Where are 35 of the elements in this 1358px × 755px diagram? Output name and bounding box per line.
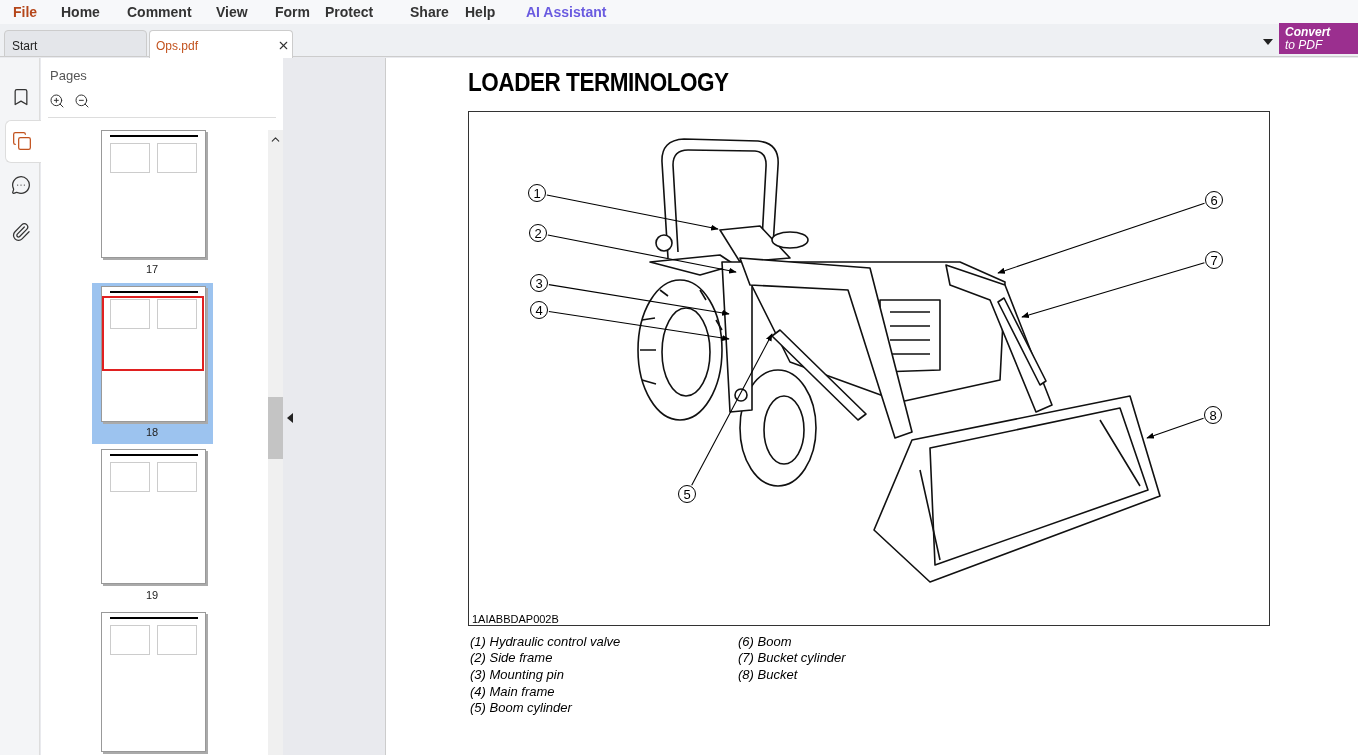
legend-item: (5) Boom cylinder bbox=[470, 700, 572, 716]
leader-line bbox=[997, 202, 1206, 274]
leader-line bbox=[548, 310, 730, 341]
legend-item: (7) Bucket cylinder bbox=[738, 650, 846, 666]
leader-line bbox=[1021, 262, 1205, 318]
menu-item: Share bbox=[410, 4, 449, 20]
menu-item: File bbox=[13, 4, 38, 20]
legend-item: (1) Hydraulic control valve bbox=[470, 634, 621, 650]
leader-line bbox=[547, 234, 737, 274]
menu-item: AI Assistant bbox=[526, 4, 607, 20]
menu-item: Help bbox=[465, 4, 496, 20]
menu-item: Form bbox=[275, 4, 310, 20]
legend-item: (6) Boom bbox=[738, 634, 792, 650]
page-number: 17 bbox=[146, 262, 159, 277]
figure-code: 1AIABBDAP002B bbox=[472, 612, 559, 627]
tab-label: Start bbox=[12, 38, 38, 54]
convert-text: Convert bbox=[1285, 24, 1331, 40]
tab-label: Ops.pdf bbox=[156, 38, 199, 54]
menu-item: Protect bbox=[325, 4, 374, 20]
page-title: LOADER TERMINOLOGY bbox=[468, 67, 729, 98]
leader-line bbox=[691, 333, 773, 486]
leader-line bbox=[1146, 417, 1205, 439]
menu-item: Home bbox=[61, 4, 100, 20]
legend-item: (2) Side frame bbox=[470, 650, 553, 666]
legend-item: (3) Mounting pin bbox=[470, 667, 564, 683]
convert-text: to PDF bbox=[1285, 37, 1323, 53]
panel-heading: Pages bbox=[50, 68, 87, 84]
page-number: 19 bbox=[146, 588, 159, 603]
leader-line bbox=[546, 194, 719, 231]
legend-item: (4) Main frame bbox=[470, 684, 555, 700]
legend-item: (8) Bucket bbox=[738, 667, 798, 683]
menu-item: Comment bbox=[127, 4, 192, 20]
leader-line bbox=[548, 284, 730, 316]
page-number: 18 bbox=[146, 425, 159, 440]
menu-item: View bbox=[216, 4, 248, 20]
